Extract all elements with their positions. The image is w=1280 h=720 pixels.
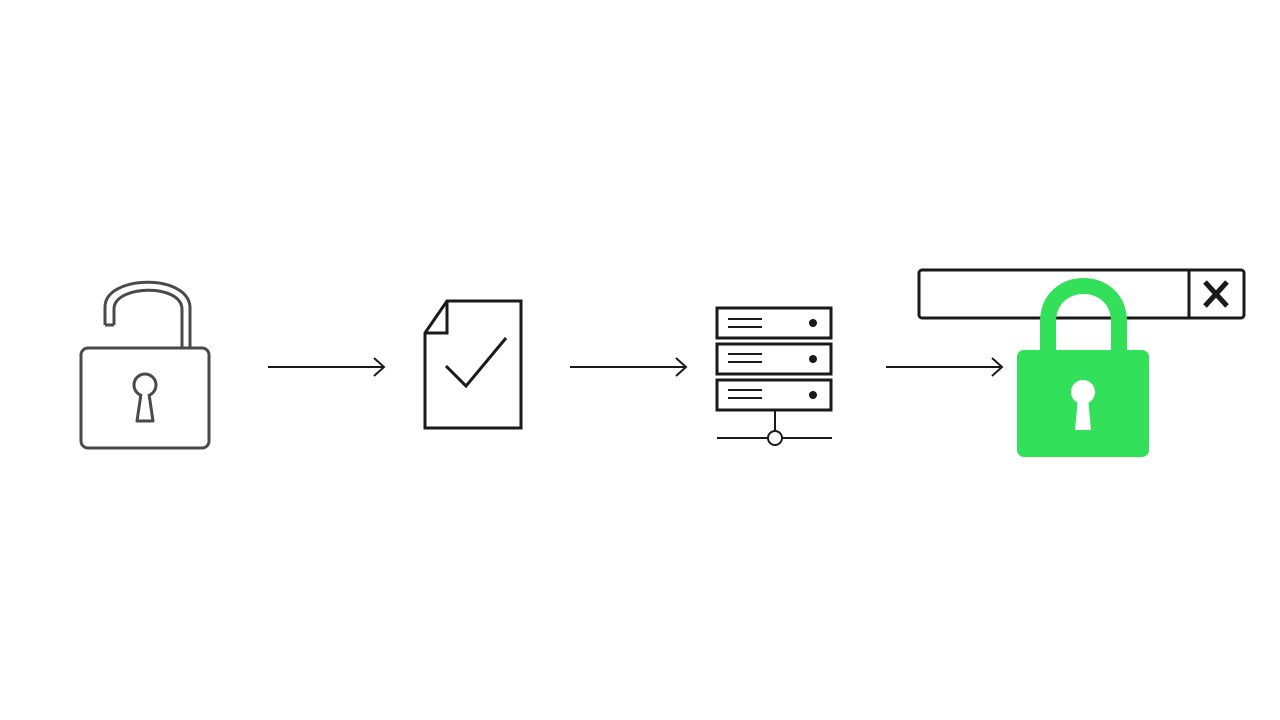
arrow-right-icon: [266, 356, 388, 378]
locked-padlock-icon: [915, 266, 1249, 460]
document-check-icon: [422, 298, 525, 432]
unlocked-padlock-icon: [78, 265, 214, 453]
address-bar-close-icon: [1203, 280, 1229, 308]
arrow-right-icon: [568, 356, 690, 378]
server-rack-icon: [712, 303, 836, 451]
arrow-right-icon: [884, 356, 1006, 378]
